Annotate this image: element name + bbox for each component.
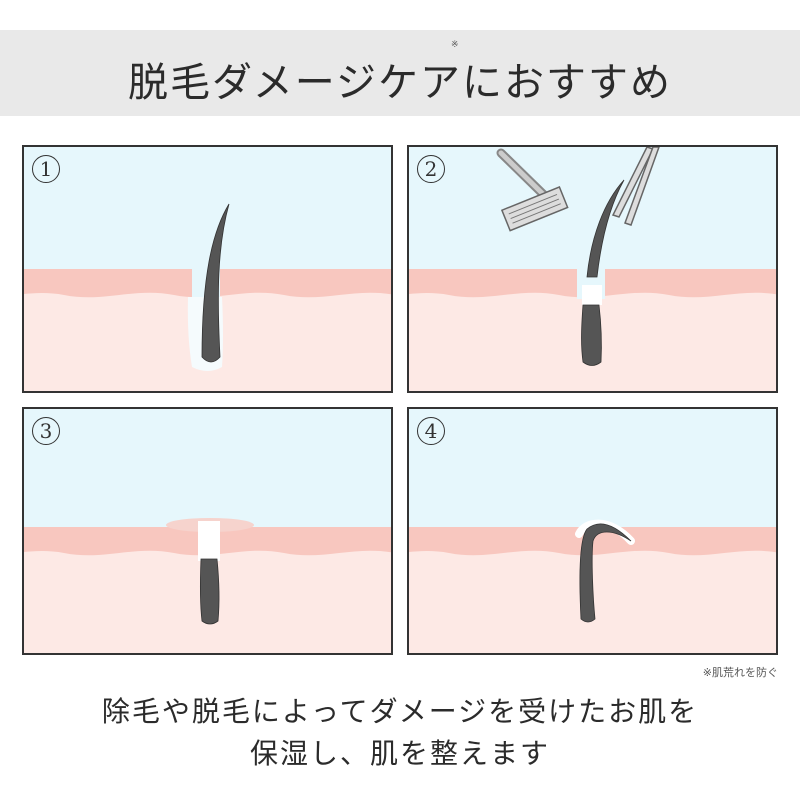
hair-root-icon bbox=[199, 558, 220, 625]
panel-1-healthy-hair: 1 bbox=[22, 145, 393, 393]
skin-illustration bbox=[409, 147, 776, 391]
panel-2-shaving-tweezing: 2 bbox=[407, 145, 778, 393]
footnote: ※肌荒れを防ぐ bbox=[702, 666, 778, 679]
title-footnote-mark: ※ bbox=[451, 40, 459, 50]
ingrown-hair-icon bbox=[579, 523, 632, 623]
tweezers-icon bbox=[611, 147, 660, 226]
caption-line-1: 除毛や脱毛によってダメージを受けたお肌を bbox=[101, 695, 699, 728]
step-number-2: 2 bbox=[417, 155, 445, 183]
hair-icon bbox=[201, 203, 230, 363]
panel-3-damaged-skin: 3 bbox=[22, 407, 393, 655]
hair-root-icon bbox=[581, 304, 602, 366]
step-number-3: 3 bbox=[32, 417, 60, 445]
step-number-4: 4 bbox=[417, 417, 445, 445]
step-number-1: 1 bbox=[32, 155, 60, 183]
hair-icon bbox=[586, 179, 625, 278]
skin-illustration bbox=[409, 519, 776, 653]
title-banner bbox=[0, 30, 800, 116]
razor-icon bbox=[496, 148, 569, 232]
page-title: 脱毛ダメージケアにおすすめ bbox=[128, 60, 672, 106]
skin-illustration bbox=[24, 203, 391, 391]
caption-line-2: 保湿し、肌を整えます bbox=[249, 737, 550, 770]
panel-4-ingrown-hair: 4 bbox=[407, 407, 778, 655]
skin-illustration bbox=[24, 518, 391, 653]
